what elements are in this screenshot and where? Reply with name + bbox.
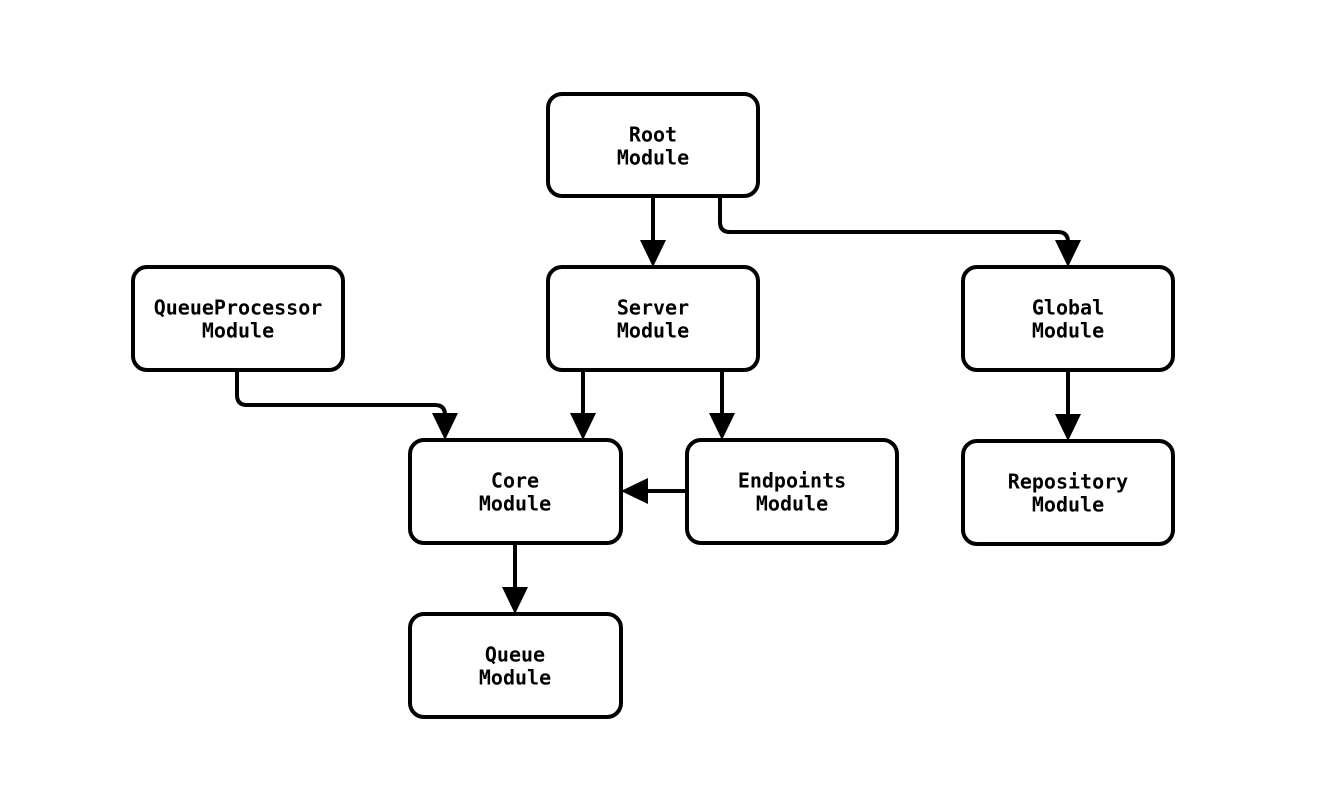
node-queue-module-label-line2: Module	[479, 666, 551, 690]
node-core-module-label-line1: Core	[491, 469, 539, 493]
node-global-module-label-line2: Module	[1032, 319, 1104, 343]
node-repository-module[interactable]: Repository Module	[961, 439, 1175, 546]
node-global-module-box[interactable]	[961, 265, 1175, 372]
node-repository-module-box[interactable]	[961, 439, 1175, 546]
arrow-head-icon	[621, 478, 648, 504]
node-server-module-label-line2: Module	[617, 319, 689, 343]
node-root-module-label-line1: Root	[629, 123, 677, 147]
node-queue-module-label-line1: Queue	[485, 643, 545, 667]
node-endpoints-module[interactable]: Endpoints Module	[685, 438, 899, 545]
node-repository-module-label-line2: Module	[1032, 493, 1104, 517]
edge-root-to-server	[640, 196, 666, 267]
edge-server-to-core	[570, 370, 596, 440]
node-queueprocessor-module-label-line2: Module	[202, 319, 274, 343]
node-layer: Root Module QueueProcessor Module Server…	[131, 92, 1175, 719]
edge-layer	[235, 196, 1081, 614]
edge-root-to-global	[718, 196, 1081, 267]
node-endpoints-module-box[interactable]	[685, 438, 899, 545]
node-root-module[interactable]: Root Module	[546, 92, 760, 198]
arrow-head-icon	[640, 240, 666, 267]
node-queue-module[interactable]: Queue Module	[408, 612, 623, 719]
arrow-head-icon	[1055, 414, 1081, 441]
node-queueprocessor-module[interactable]: QueueProcessor Module	[131, 265, 345, 372]
edge-queueprocessor-to-core	[235, 370, 458, 440]
node-endpoints-module-label-line1: Endpoints	[738, 469, 846, 493]
edge-server-to-endpoints	[709, 370, 735, 440]
node-server-module[interactable]: Server Module	[546, 265, 760, 372]
node-queueprocessor-module-box[interactable]	[131, 265, 345, 372]
node-global-module-label-line1: Global	[1032, 296, 1104, 320]
arrow-head-icon	[570, 413, 596, 440]
node-root-module-label-line2: Module	[617, 146, 689, 170]
node-global-module[interactable]: Global Module	[961, 265, 1175, 372]
node-server-module-label-line1: Server	[617, 296, 689, 320]
node-core-module-label-line2: Module	[479, 492, 551, 516]
edge-core-to-queue	[502, 543, 528, 614]
node-repository-module-label-line1: Repository	[1008, 470, 1128, 494]
node-core-module-box[interactable]	[408, 438, 623, 545]
edge-endpoints-to-core	[621, 478, 687, 504]
node-server-module-box[interactable]	[546, 265, 760, 372]
node-queueprocessor-module-label-line1: QueueProcessor	[154, 296, 323, 320]
node-endpoints-module-label-line2: Module	[756, 492, 828, 516]
node-queue-module-box[interactable]	[408, 612, 623, 719]
arrow-head-icon	[1055, 240, 1081, 267]
arrow-head-icon	[502, 587, 528, 614]
arrow-head-icon	[709, 413, 735, 440]
arrow-head-icon	[432, 413, 458, 440]
edge-global-to-repository	[1055, 370, 1081, 441]
node-core-module[interactable]: Core Module	[408, 438, 623, 545]
node-root-module-box[interactable]	[546, 92, 760, 198]
